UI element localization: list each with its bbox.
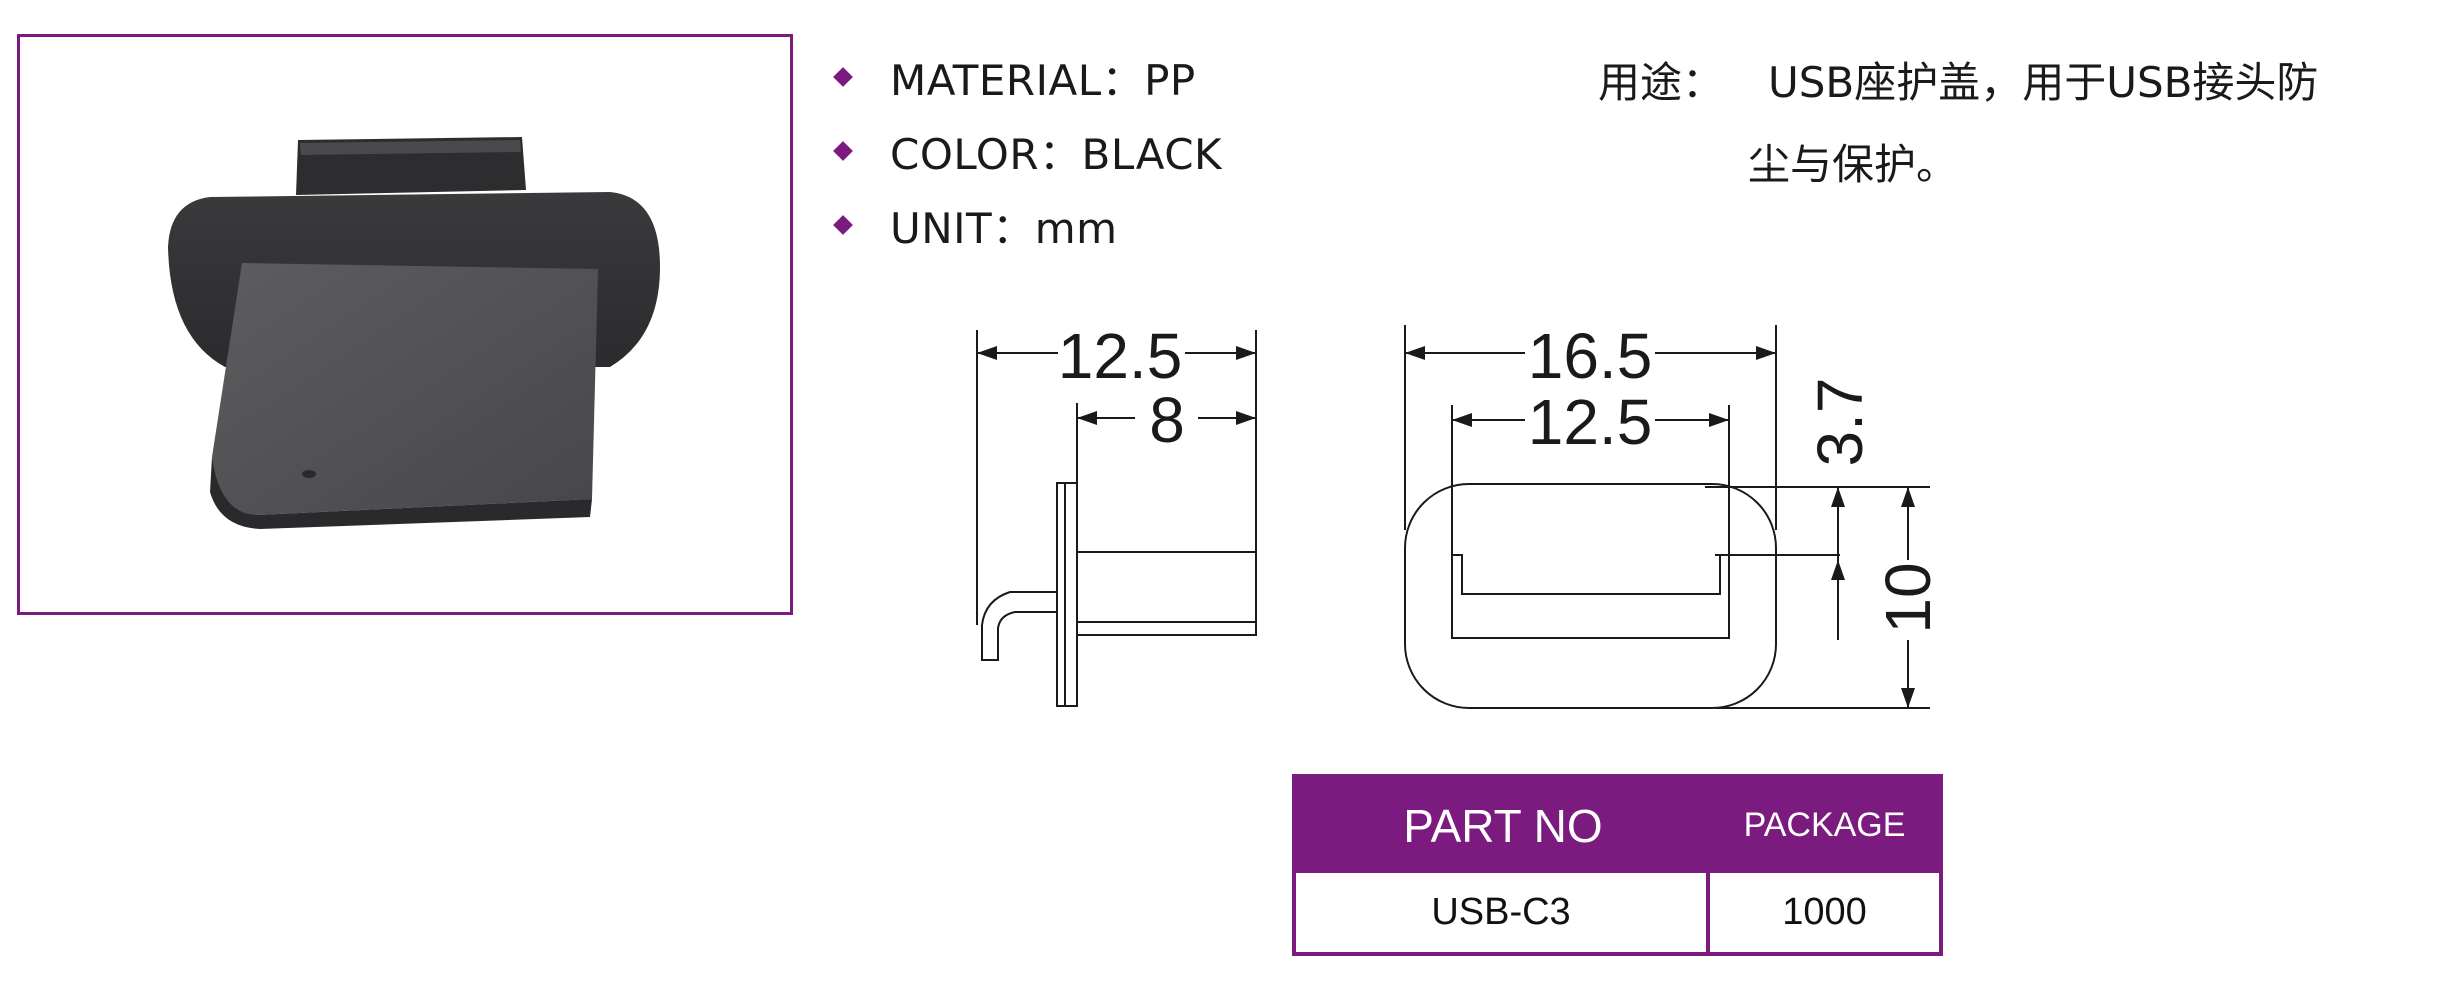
- spec-material: MATERIAL：PP: [830, 40, 1222, 114]
- usb-cover-photo: [168, 137, 660, 529]
- usage-label: 用途：: [1598, 58, 1725, 107]
- table-cell-package: 1000: [1782, 891, 1867, 933]
- spec-unit-label: UNIT：mm: [890, 203, 1118, 253]
- front-view-drawing: [1404, 325, 1930, 709]
- part-table: PART NO PACKAGE USB-C3 1000: [1292, 774, 1943, 956]
- dim-front-slot: 3.7: [1804, 378, 1876, 467]
- dim-front-total: 16.5: [1528, 320, 1653, 392]
- dim-side-total: 12.5: [1058, 320, 1183, 392]
- table-header-package: PACKAGE: [1710, 778, 1939, 873]
- table-cell-part-no: USB-C3: [1296, 873, 1710, 952]
- usage-line-1: USB座护盖，用于USB接头防: [1768, 58, 2319, 107]
- dim-front-height: 10: [1872, 562, 1944, 633]
- side-view-drawing: [976, 330, 1257, 707]
- dim-front-inner: 12.5: [1528, 386, 1653, 458]
- spec-color-label: COLOR：BLACK: [890, 129, 1223, 179]
- usage-line-2: 尘与保护。: [1748, 140, 1959, 189]
- table-header-part-no: PART NO: [1296, 778, 1710, 873]
- spec-material-label: MATERIAL：PP: [890, 55, 1196, 105]
- usage-text: USB座护盖，用于USB接头防 尘与保护。: [1748, 42, 2368, 206]
- dim-side-body: 8: [1149, 384, 1185, 456]
- spec-unit: UNIT：mm: [830, 188, 1222, 262]
- spec-list: MATERIAL：PP COLOR：BLACK UNIT：mm: [830, 40, 1222, 262]
- product-photo-frame: [17, 34, 793, 615]
- spec-color: COLOR：BLACK: [830, 114, 1222, 188]
